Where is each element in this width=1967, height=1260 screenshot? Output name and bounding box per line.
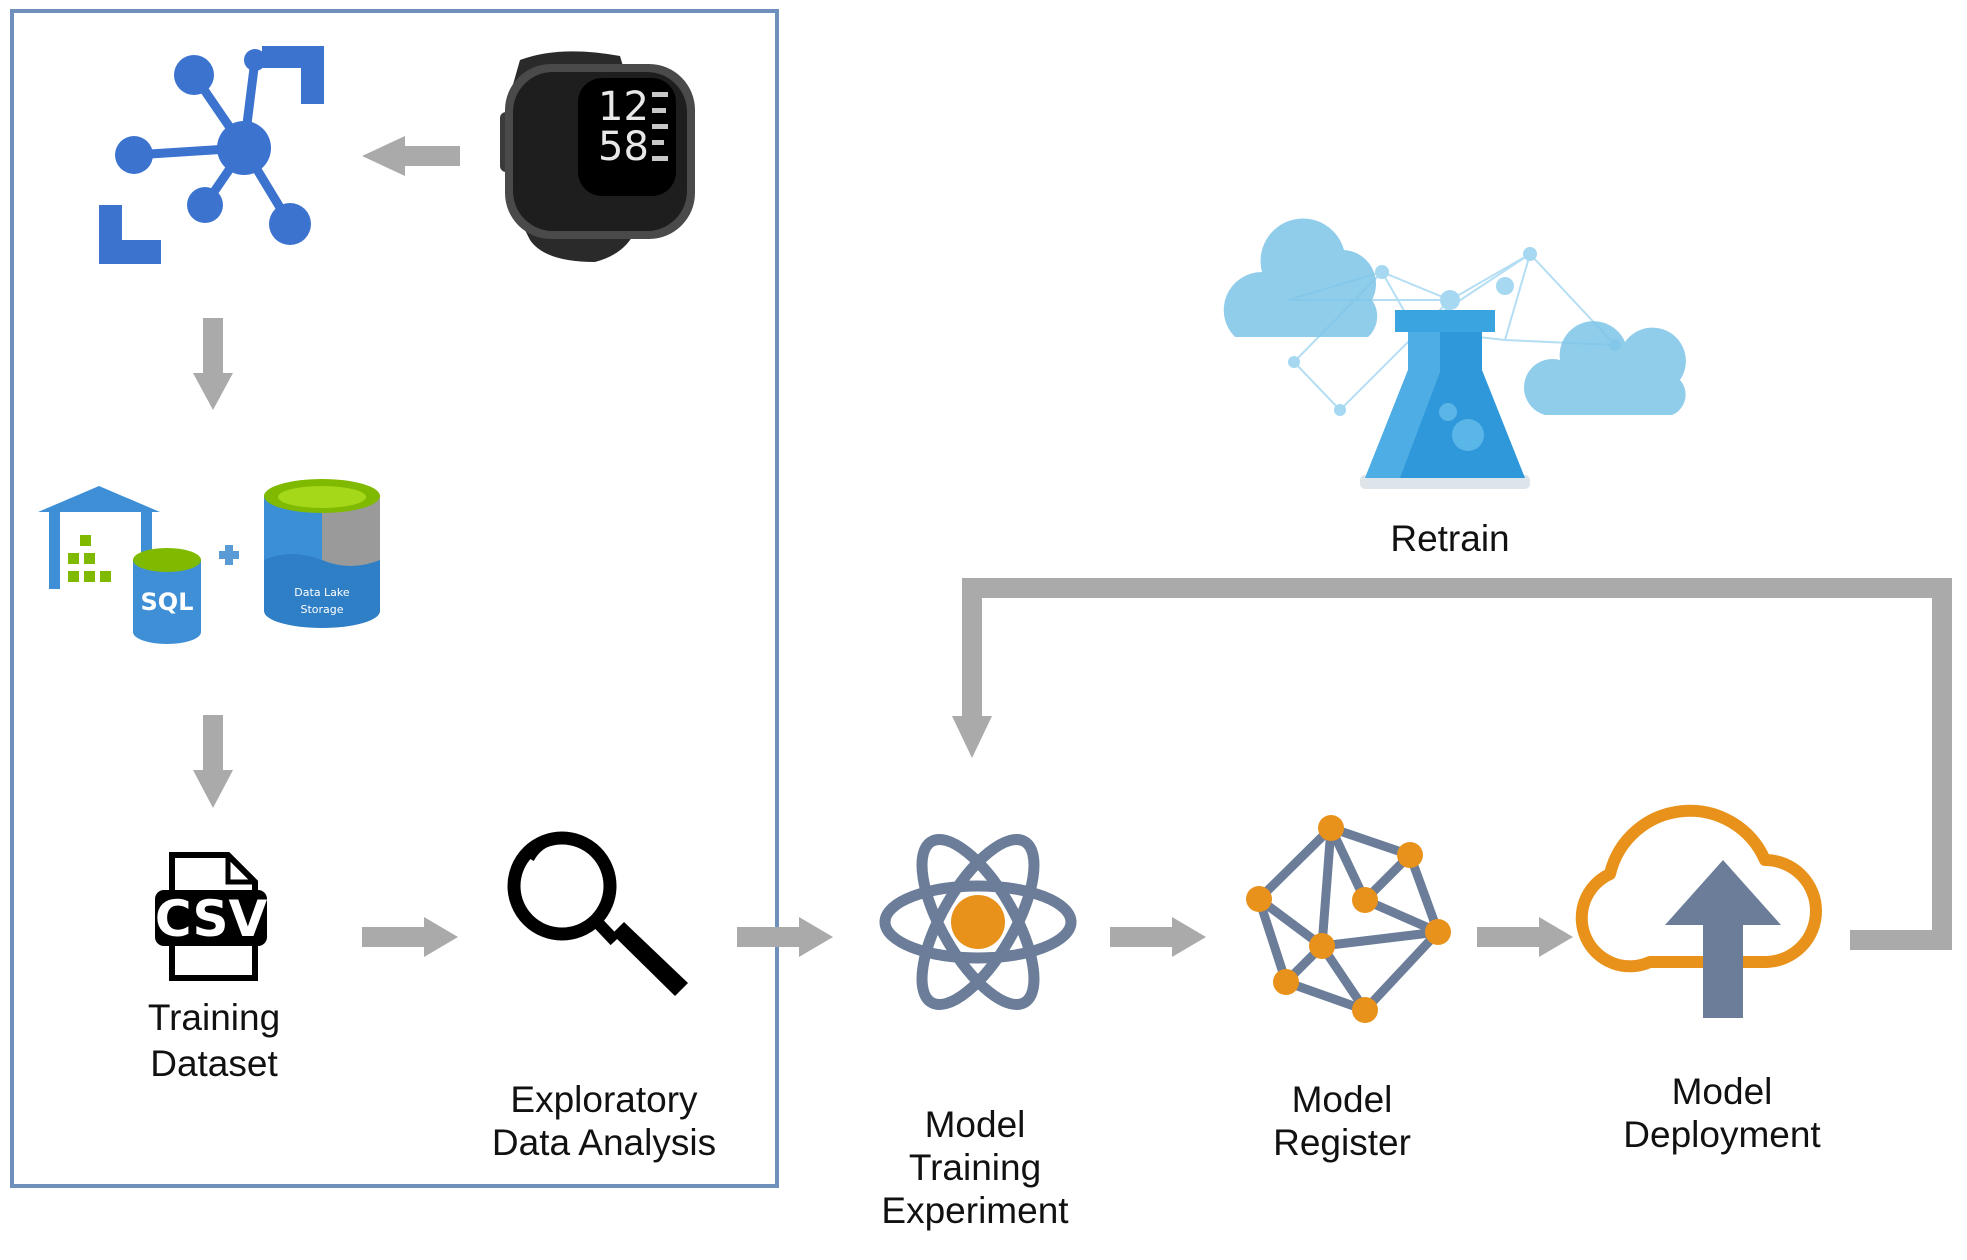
event-hub-icon bbox=[99, 46, 324, 264]
training-dataset-label-line2: Dataset bbox=[150, 1043, 278, 1084]
arrow-hub-to-storage bbox=[193, 318, 233, 410]
magnifier-icon bbox=[507, 831, 688, 996]
plus-icon bbox=[219, 545, 239, 565]
data-lake-label-line2: Storage bbox=[300, 603, 343, 616]
model-register-label-line1: Model bbox=[1292, 1079, 1393, 1120]
model-deployment-label-line1: Model bbox=[1672, 1071, 1773, 1112]
cloud-upload-icon bbox=[1575, 804, 1822, 1018]
sql-and-data-lake-icon: SQL Data Lake Storage bbox=[38, 479, 380, 644]
sql-label: SQL bbox=[141, 588, 194, 616]
model-training-label-line3: Experiment bbox=[881, 1190, 1069, 1231]
watch-hour: 12 bbox=[598, 84, 649, 130]
arrow-watch-to-hub bbox=[362, 136, 460, 176]
arrow-storage-to-csv bbox=[193, 715, 233, 808]
watch-minute: 58 bbox=[598, 124, 649, 170]
arrow-retrain-loop bbox=[952, 578, 1952, 950]
model-deployment-label-line2: Deployment bbox=[1623, 1114, 1821, 1155]
model-register-label-line2: Register bbox=[1273, 1122, 1411, 1163]
network-icon bbox=[1246, 815, 1451, 1023]
arrow-eda-to-training bbox=[737, 917, 833, 957]
ingestion-frame bbox=[10, 9, 779, 1188]
arrow-register-to-deployment bbox=[1477, 917, 1573, 957]
flask-cloud-icon bbox=[1223, 218, 1686, 489]
arrow-training-to-register bbox=[1110, 917, 1206, 957]
eda-label-line1: Exploratory bbox=[510, 1079, 698, 1120]
eda-label-line2: Data Analysis bbox=[492, 1122, 716, 1163]
csv-badge: CSV bbox=[155, 890, 268, 948]
smartwatch-icon: 12 58 bbox=[500, 51, 695, 262]
model-training-label-line2: Training bbox=[909, 1147, 1041, 1188]
retrain-label: Retrain bbox=[1390, 518, 1509, 559]
atom-icon bbox=[879, 833, 1077, 1011]
arrow-csv-to-eda bbox=[362, 917, 458, 957]
data-lake-label-line1: Data Lake bbox=[294, 586, 350, 599]
csv-file-icon: CSV bbox=[155, 852, 268, 981]
training-dataset-label-line1: Training bbox=[148, 997, 280, 1038]
model-training-label-line1: Model bbox=[925, 1104, 1026, 1145]
